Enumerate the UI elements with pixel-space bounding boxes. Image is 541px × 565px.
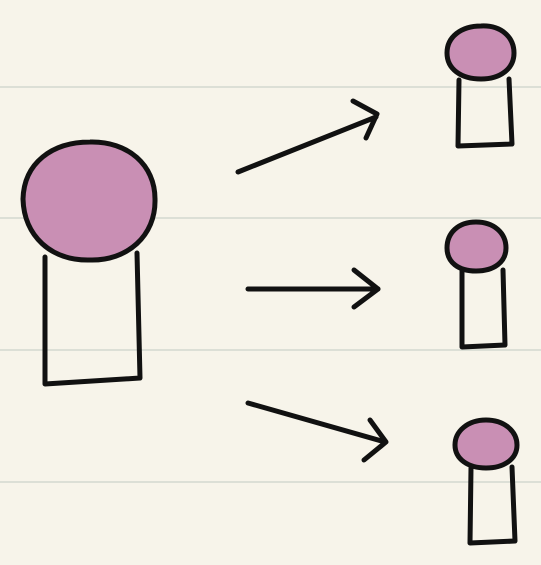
arrow-right-icon — [248, 270, 378, 307]
target-person-icon — [447, 222, 506, 347]
source-body — [45, 253, 140, 384]
target-head — [447, 26, 514, 79]
arrows — [238, 101, 386, 460]
arrow-right-icon — [248, 403, 386, 460]
source-person-icon — [23, 142, 155, 384]
target-head — [455, 420, 517, 468]
source-head — [23, 142, 155, 260]
arrow-right-icon — [238, 101, 377, 172]
target-head — [447, 222, 506, 271]
target-body — [462, 270, 505, 347]
target-body — [458, 79, 512, 146]
target-body — [470, 467, 515, 543]
target-person-icon — [447, 26, 514, 146]
